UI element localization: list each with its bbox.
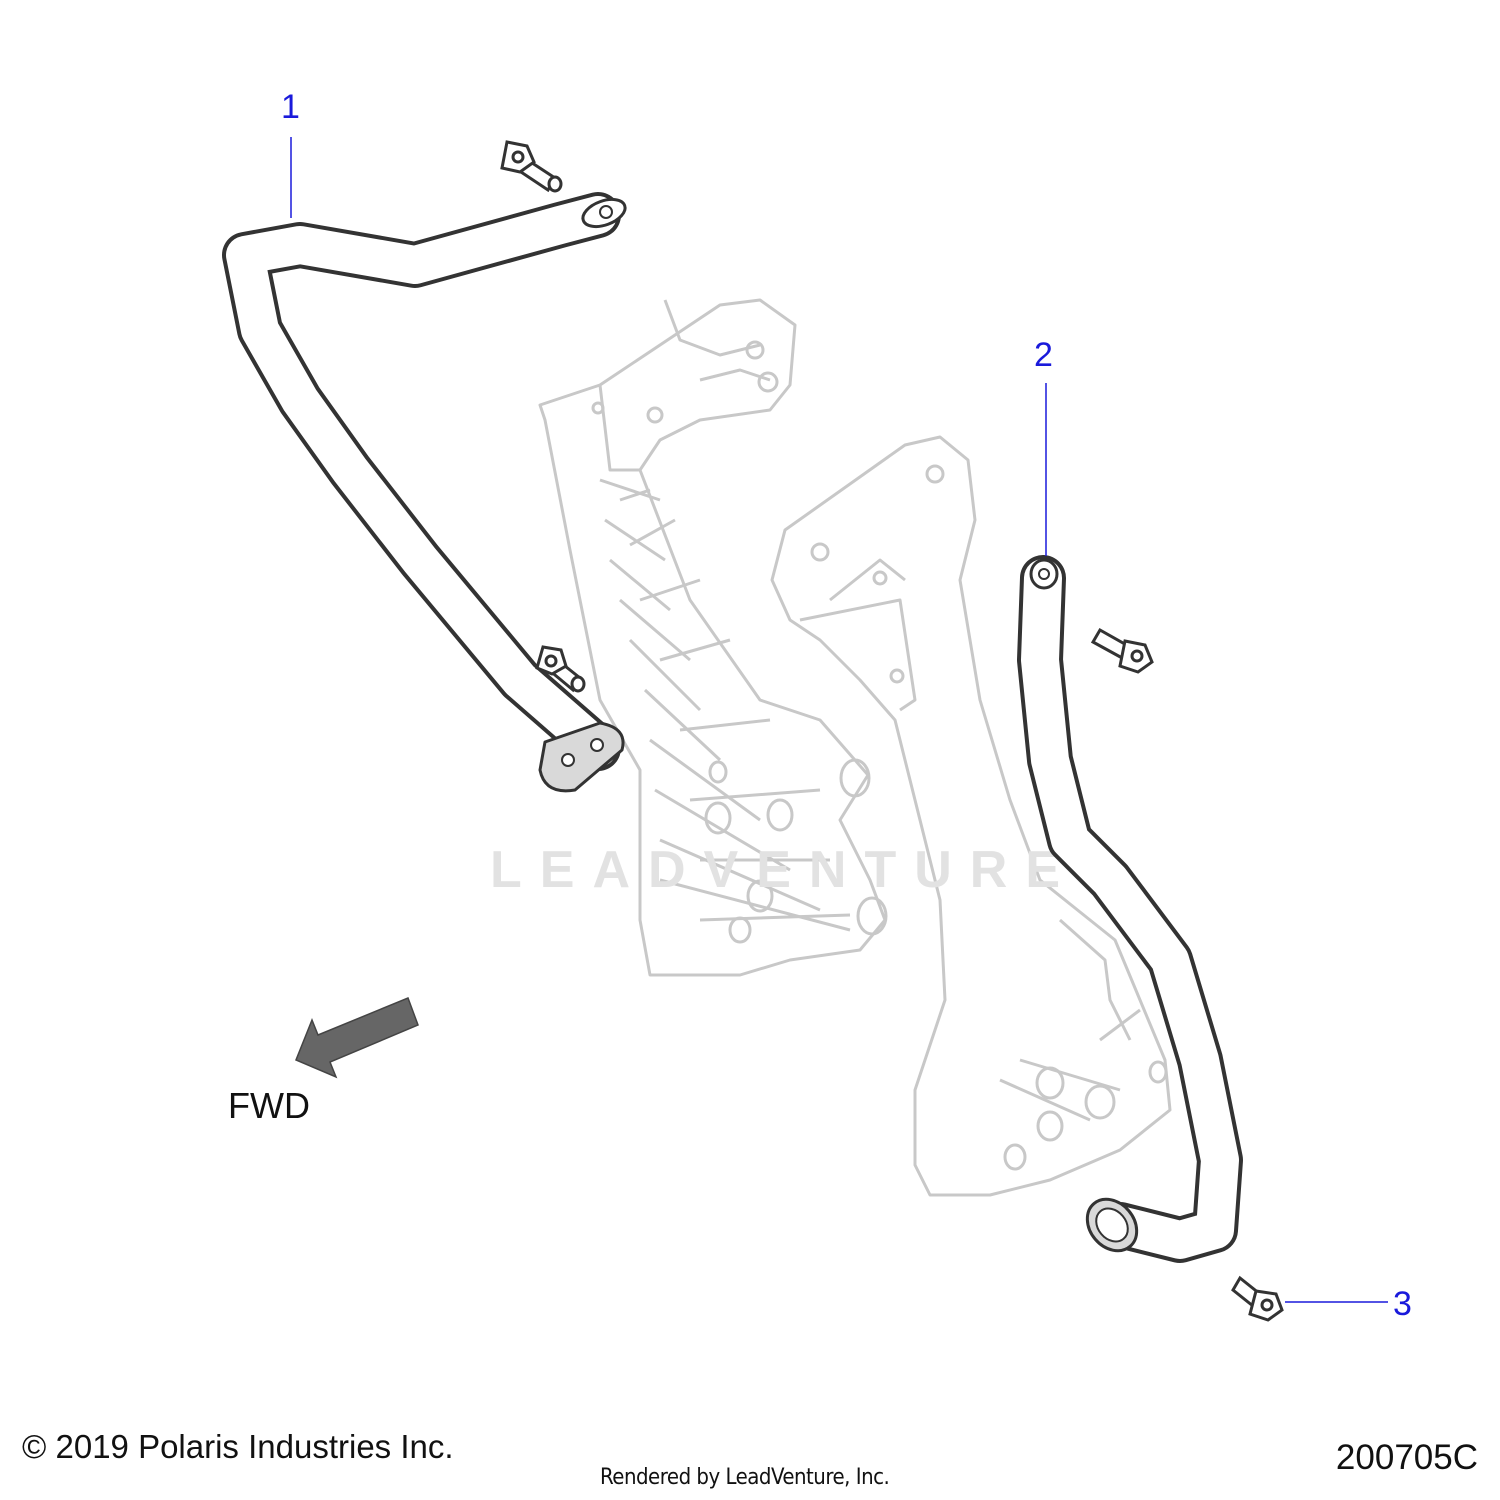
watermark: LEADVENTURE — [490, 841, 1078, 899]
forward-arrow-icon — [295, 997, 419, 1079]
copyright-text: © 2019 Polaris Industries Inc. — [22, 1428, 454, 1465]
callout-2: 2 — [1034, 336, 1053, 374]
bolt-top — [500, 140, 563, 193]
rendered-by-text: Rendered by LeadVenture, Inc. — [600, 1465, 890, 1490]
tube-right — [1017, 555, 1243, 1263]
bolt-middle — [535, 645, 586, 693]
bolt-right — [1090, 627, 1154, 674]
ghost-bracket-right — [770, 435, 1172, 1197]
bolt-callout-3 — [1231, 1275, 1284, 1322]
tube-upper-left — [222, 192, 627, 793]
callout-3: 3 — [1393, 1285, 1412, 1323]
ghost-bracket-left — [538, 298, 888, 977]
callout-1: 1 — [281, 88, 300, 126]
fwd-label: FWD — [228, 1085, 310, 1126]
diagram-id: 200705C — [1335, 1438, 1478, 1477]
callout-leaders — [290, 137, 1388, 1303]
